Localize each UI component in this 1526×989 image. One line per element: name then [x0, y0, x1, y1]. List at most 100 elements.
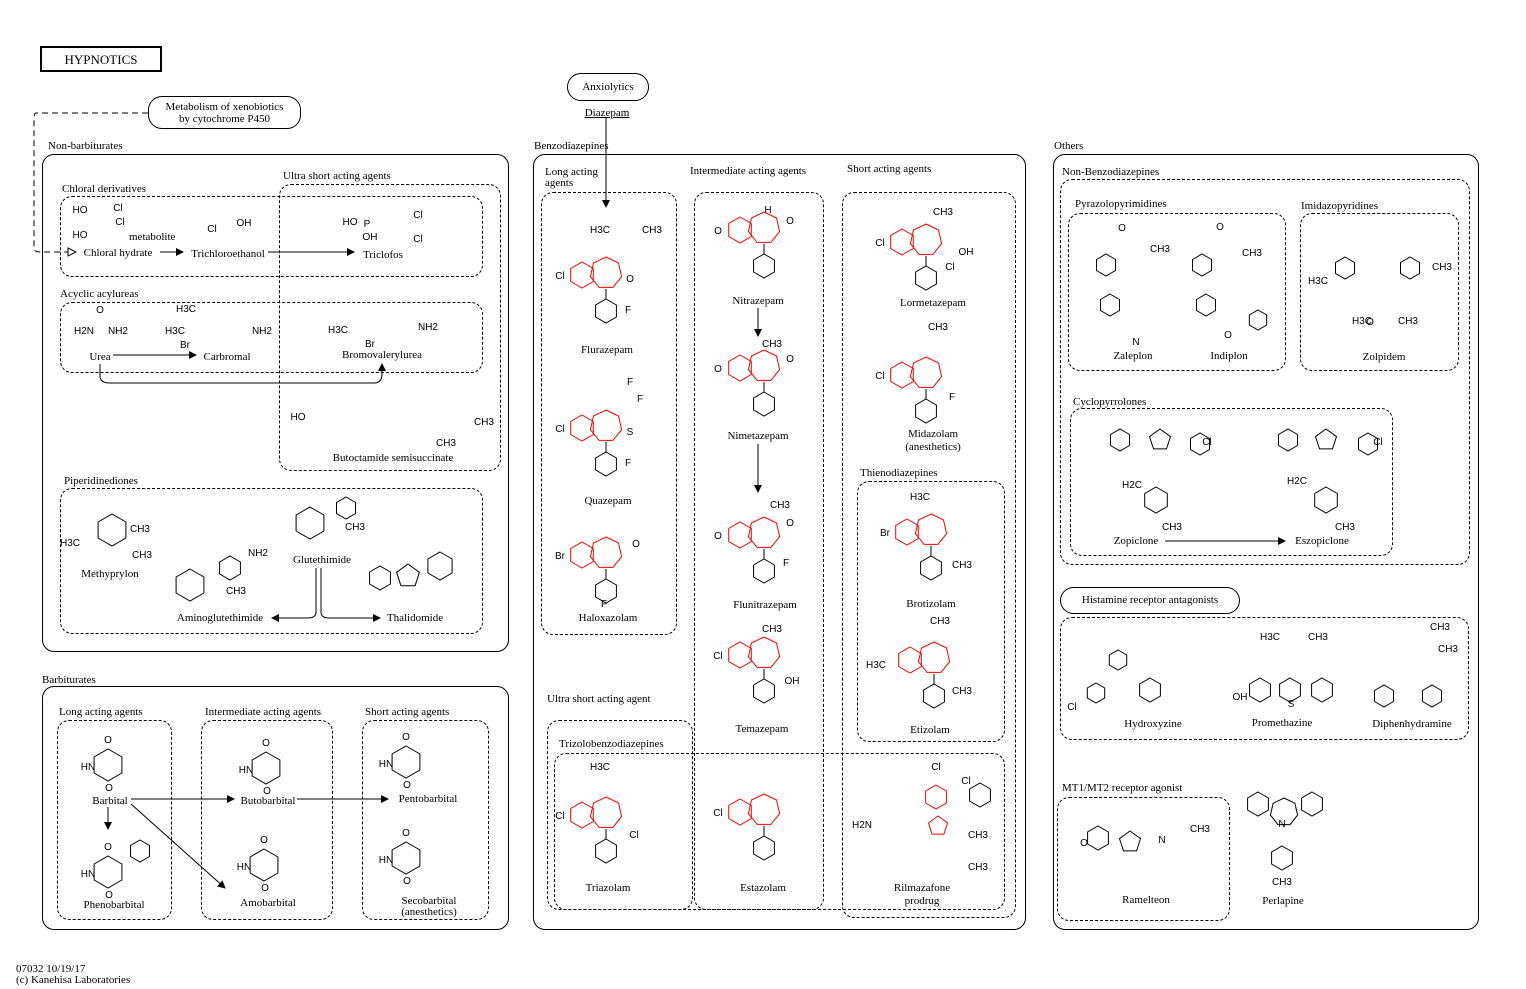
atom-label: CH3	[436, 438, 456, 449]
atom-label: Cl	[875, 371, 884, 382]
compound-temazepam[interactable]: Temazepam	[735, 723, 789, 735]
label-piperidinediones: Piperidinediones	[64, 475, 138, 487]
atom-label: O	[402, 732, 410, 743]
ring	[1374, 684, 1394, 708]
compound-quazepam[interactable]: Quazepam	[584, 495, 632, 507]
link-histamine-antagonists[interactable]: Histamine receptor antagonists	[1060, 587, 1240, 614]
label-bz-ultra: Ultra short acting agent	[547, 693, 651, 705]
atom-label: CH3	[1190, 824, 1210, 835]
compound-methyprylon[interactable]: Methyprylon	[81, 568, 139, 580]
compound-nitrazepam[interactable]: Nitrazepam	[732, 295, 784, 307]
compound-hydroxyzine[interactable]: Hydroxyzine	[1124, 718, 1182, 730]
group-imidazo	[1300, 213, 1459, 371]
compound-midazolam-1[interactable]: Midazolam	[907, 428, 959, 440]
label-non-barbiturates: Non-barbiturates	[48, 140, 123, 152]
compound-etizolam[interactable]: Etizolam	[910, 724, 950, 736]
compound-ramelteon[interactable]: Ramelteon	[1122, 894, 1170, 906]
compound-triclofos[interactable]: Triclofos	[363, 249, 403, 261]
ring	[1314, 486, 1338, 514]
ring	[747, 636, 781, 668]
atom-label: Cl	[413, 210, 422, 221]
compound-bromovalerylurea[interactable]: Bromovalerylurea	[341, 349, 423, 361]
atom-label: Cl	[961, 776, 970, 787]
label-mt: MT1/MT2 receptor agonist	[1062, 782, 1183, 794]
ring	[925, 784, 947, 810]
ring	[130, 839, 150, 863]
atom-label: O	[262, 738, 270, 749]
atom-label: CH3	[1430, 622, 1450, 633]
atom-label: CH3	[933, 207, 953, 218]
compound-trichloroethanol[interactable]: Trichloroethanol	[191, 248, 265, 260]
ring	[570, 801, 594, 829]
label-cyclo: Cyclopyrrolones	[1073, 396, 1147, 408]
compound-barbital[interactable]: Barbital	[92, 795, 128, 807]
compound-diazepam[interactable]: Diazepam	[584, 107, 630, 119]
box-others	[1053, 154, 1479, 930]
compound-zopiclone[interactable]: Zopiclone	[1113, 535, 1159, 547]
group-ultra-short	[279, 184, 501, 471]
ring	[895, 518, 919, 546]
compound-triazolam[interactable]: Triazolam	[585, 882, 631, 894]
compound-amobarbital[interactable]: Amobarbital	[240, 897, 296, 909]
compound-butobarbital[interactable]: Butobarbital	[240, 795, 296, 807]
ring	[753, 558, 775, 584]
compound-phenobarbital[interactable]: Phenobarbital	[83, 899, 145, 911]
compound-perlapine[interactable]: Perlapine	[1262, 895, 1304, 907]
compound-haloxazolam[interactable]: Haloxazolam	[578, 612, 638, 624]
ring	[570, 414, 594, 442]
atom-label: O	[786, 216, 794, 227]
compound-indiplon[interactable]: Indiplon	[1210, 350, 1248, 362]
compound-estazolam[interactable]: Estazolam	[740, 882, 786, 894]
label-barbiturates: Barbiturates	[42, 674, 96, 686]
compound-brotizolam[interactable]: Brotizolam	[906, 598, 956, 610]
ring	[93, 855, 123, 889]
atom-label: S	[1288, 699, 1295, 710]
compound-rilmazafone-1[interactable]: Rilmazafone	[893, 882, 951, 894]
compound-butoctamide[interactable]: Butoctamide semisuccinate	[332, 452, 454, 464]
compound-secobarbital-1[interactable]: Secobarbital	[401, 895, 457, 907]
compound-lormetazepam[interactable]: Lormetazepam	[900, 297, 966, 309]
atom-label: H3C	[1308, 276, 1328, 287]
atom-label: HN	[81, 762, 95, 773]
label-bz-inter: Intermediate acting agents	[690, 165, 807, 177]
ring	[391, 841, 421, 875]
atom-label: Cl	[931, 762, 940, 773]
compound-glutethimide[interactable]: Glutethimide	[292, 554, 352, 566]
compound-chloral-hydrate[interactable]: Chloral hydrate	[83, 247, 153, 259]
ring	[1278, 428, 1298, 452]
atom-label: OH	[959, 247, 974, 258]
compound-carbromal[interactable]: Carbromal	[203, 351, 251, 363]
ring	[917, 641, 951, 673]
compound-zolpidem[interactable]: Zolpidem	[1362, 351, 1406, 363]
ring	[251, 751, 281, 785]
compound-aminoglutethimide[interactable]: Aminoglutethimide	[176, 612, 264, 624]
atom-label: CH3	[130, 524, 150, 535]
compound-promethazine[interactable]: Promethazine	[1251, 717, 1313, 729]
link-metabolism-xenobiotics[interactable]: Metabolism of xenobiotics by cytochrome …	[148, 96, 301, 129]
atom-label: CH3	[474, 417, 494, 428]
compound-urea[interactable]: Urea	[89, 351, 111, 363]
atom-label: H3C	[590, 762, 610, 773]
compound-zaleplon[interactable]: Zaleplon	[1113, 350, 1153, 362]
ring	[1190, 432, 1210, 456]
atom-label: H3C	[910, 492, 930, 503]
label-imidazo: Imidazopyridines	[1301, 200, 1378, 212]
ring	[249, 848, 279, 882]
compound-pentobarbital[interactable]: Pentobarbital	[398, 793, 458, 805]
atom-label: O	[714, 226, 722, 237]
atom-label: O	[402, 828, 410, 839]
atom-label: HO	[343, 217, 358, 228]
compound-thalidomide[interactable]: Thalidomide	[386, 612, 444, 624]
compound-flurazepam[interactable]: Flurazepam	[581, 344, 633, 356]
link-anxiolytics[interactable]: Anxiolytics	[567, 73, 649, 101]
atom-label: Cl	[1067, 702, 1076, 713]
atom-label: HO	[73, 205, 88, 216]
atom-label: O	[626, 274, 634, 285]
ring	[1087, 825, 1109, 851]
compound-diphenhydramine[interactable]: Diphenhydramine	[1372, 718, 1452, 730]
atom-label: Cl	[555, 811, 564, 822]
compound-nimetazepam[interactable]: Nimetazepam	[727, 430, 789, 442]
compound-flunitrazepam[interactable]: Flunitrazepam	[733, 599, 797, 611]
compound-eszopiclone[interactable]: Eszopiclone	[1295, 535, 1349, 547]
label-barb-short: Short acting agents	[365, 706, 450, 718]
